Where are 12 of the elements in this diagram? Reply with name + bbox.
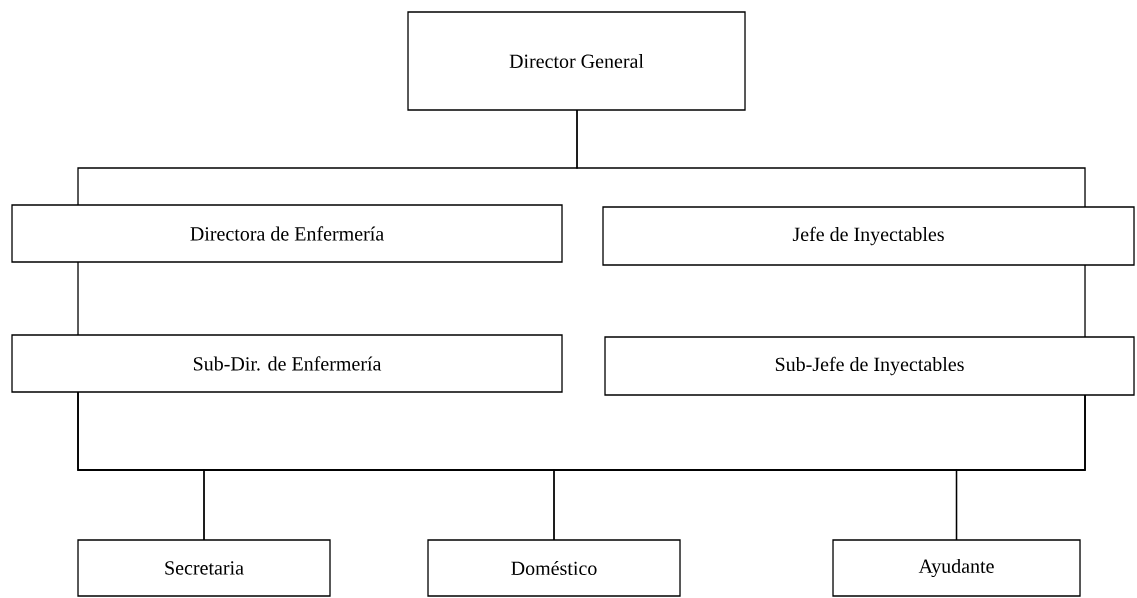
org-box: Ayudante: [832, 539, 1081, 597]
org-box: Jefe de Inyectables: [602, 206, 1135, 266]
org-box: Doméstico: [427, 539, 681, 597]
connector-line: [955, 394, 1086, 541]
connector-line: [77, 261, 79, 336]
connector-line: [576, 109, 1086, 208]
org-box: Director General: [407, 11, 746, 111]
org-box: Sub-Dir. de Enfermería: [11, 334, 563, 393]
connector-line: [1084, 264, 1086, 338]
org-box: Secretaria: [77, 539, 331, 597]
org-box: Directora de Enfermería: [11, 204, 563, 263]
org-box: Sub-Jefe de Inyectables: [604, 336, 1135, 396]
